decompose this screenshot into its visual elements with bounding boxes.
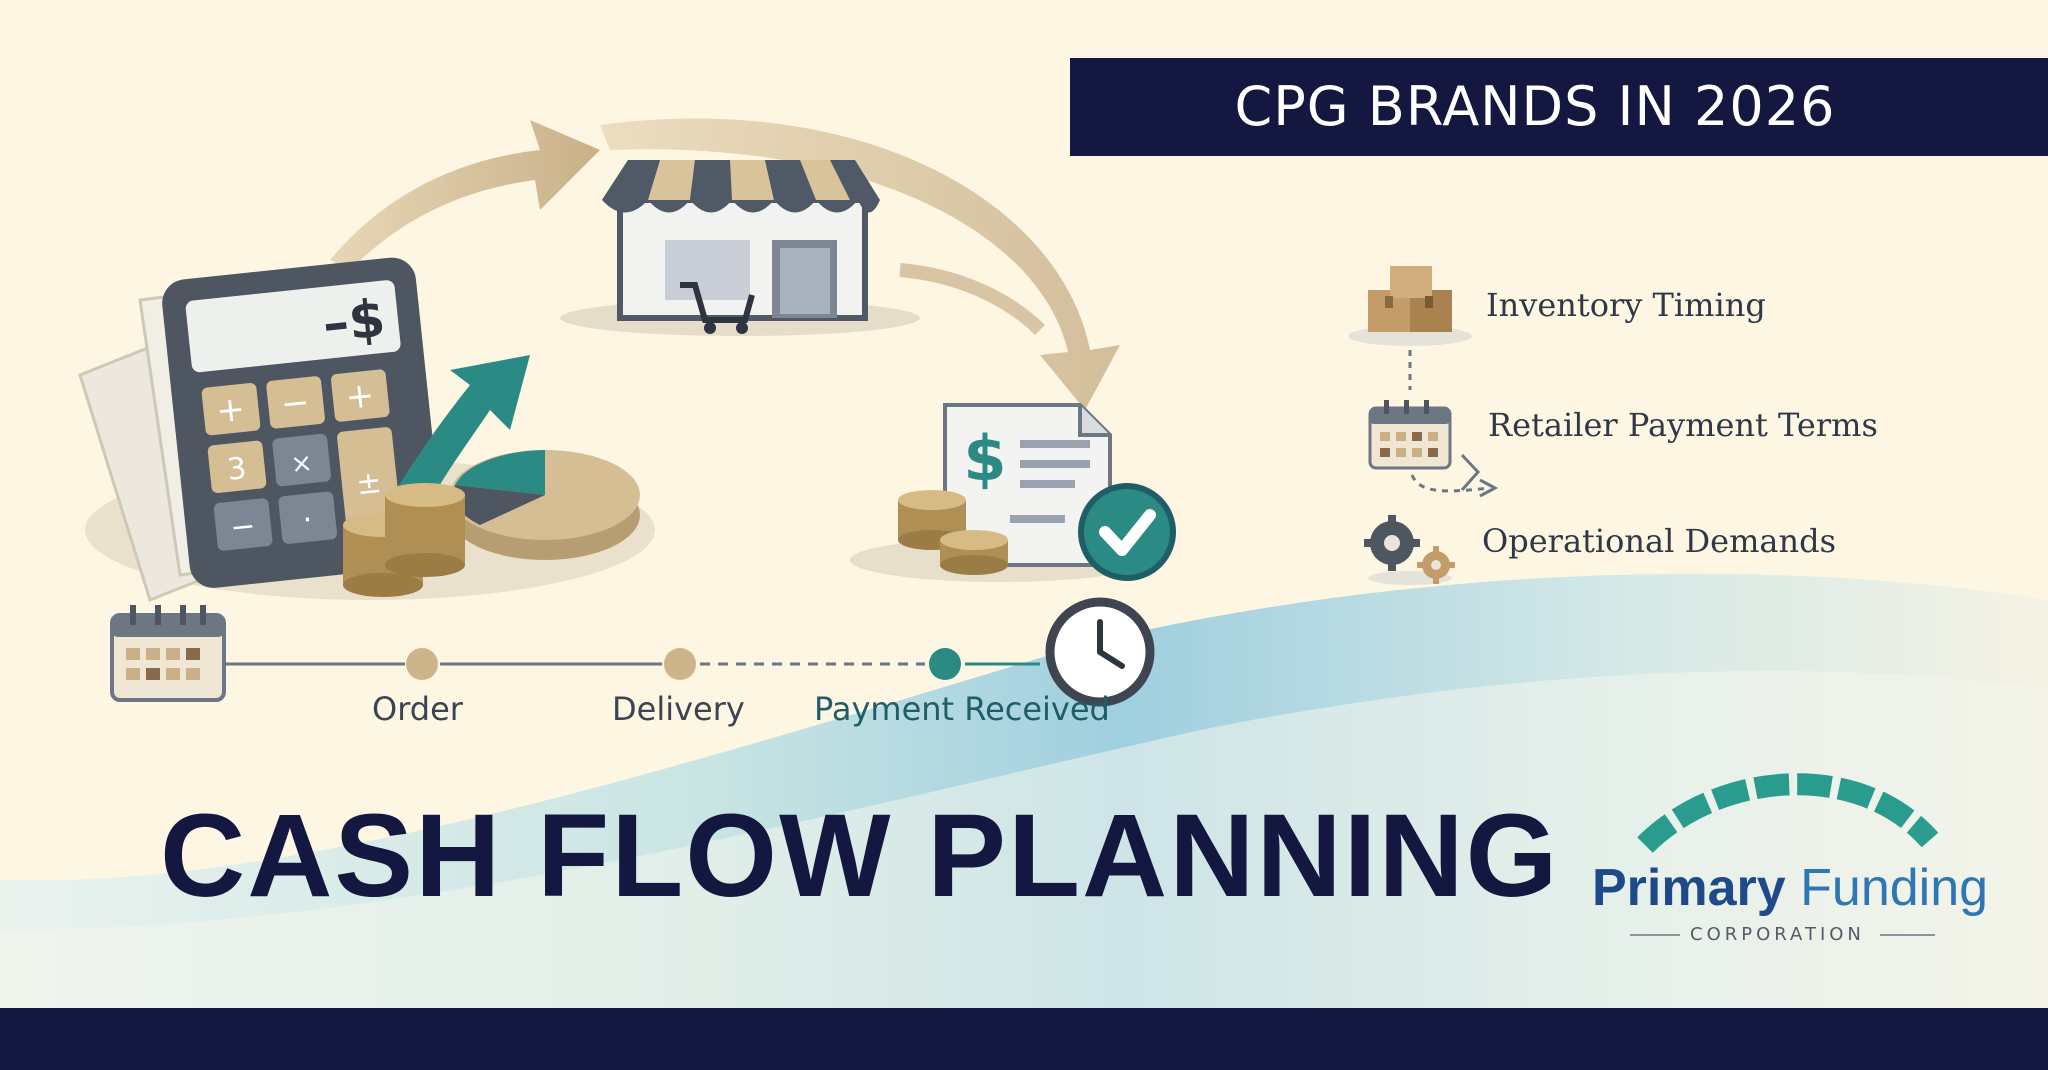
invoice-group: $ [850,403,1176,582]
gears-icon [1364,515,1455,585]
pie-chart-icon [450,450,640,560]
dashed-curve-arrow [1410,474,1491,493]
clock-icon [1045,597,1155,707]
coins-small-icon [898,490,1008,575]
logo-arc-icon [1637,773,1939,853]
timeline-label-delivery: Delivery [612,690,745,728]
boxes-icon [1348,266,1472,346]
factor-operational-demands: Operational Demands [1482,522,1837,560]
svg-text:$: $ [963,422,1006,495]
timeline-label-payment-received: Payment Received [814,690,1110,728]
svg-text:−: − [279,382,312,425]
growth-arrow [390,355,530,520]
svg-text:±: ± [355,465,384,502]
timeline-dot-payment [929,648,961,680]
factor-icons [1348,266,1499,585]
timeline-calendar-icon [110,605,226,702]
headline: CASH FLOW PLANNING [160,790,1560,922]
arrow-to-store [330,120,600,270]
calendar-icon [1368,400,1452,470]
timeline [110,597,1155,707]
svg-text:·: · [301,502,314,538]
svg-text:3: 3 [225,451,248,488]
timeline-dot-order [406,648,438,680]
timeline-label-order: Order [372,690,463,728]
brand-name-bold: Primary [1592,859,1786,917]
svg-text:−: − [229,508,258,545]
header-banner: CPG BRANDS IN 2026 [1070,58,2048,156]
footer-bar [0,1008,2048,1070]
brand-subtitle: CORPORATION [1690,924,1865,945]
factor-retailer-payment-terms: Retailer Payment Terms [1488,406,1878,444]
arrow-small [899,263,1045,336]
brand-name-light: Funding [1785,859,1989,917]
calculator-display: –$ [320,289,388,355]
brand-logo-text: Primary Funding [1592,858,1988,918]
coins-stack-icon [343,483,465,597]
svg-text:+: + [344,375,377,418]
banner-title: CPG BRANDS IN 2026 [1234,75,1836,138]
store-icon [560,160,920,336]
svg-text:×: × [289,448,314,480]
factor-inventory-timing: Inventory Timing [1486,286,1766,324]
calculator-group: –$ + − + 3 × ± − · [78,257,655,602]
background-wave-light [0,670,2048,1010]
svg-text:+: + [214,389,247,432]
timeline-dot-delivery [664,648,696,680]
